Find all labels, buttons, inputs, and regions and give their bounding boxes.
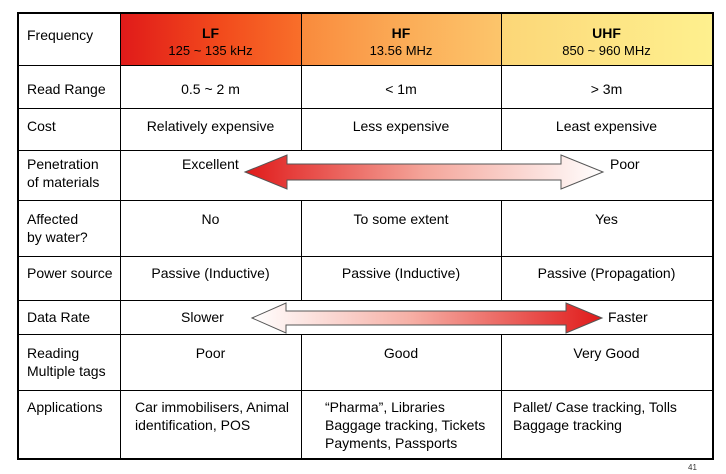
grid-line: [19, 390, 712, 391]
applications-hf-line2: Baggage tracking, Tickets: [325, 417, 486, 433]
grid-line: [19, 150, 712, 151]
lf-header: LF 125 ~ 135 kHz: [120, 24, 301, 60]
applications-lf-line1: Car immobilisers, Animal: [135, 399, 290, 415]
cost-label: Cost: [27, 118, 56, 134]
uhf-header-bg: [501, 14, 712, 65]
penetration-arrow: [243, 154, 605, 190]
applications-uhf-line2: Baggage tracking: [513, 417, 622, 433]
grid-line: [301, 334, 302, 458]
applications-lf-line2: identification, POS: [135, 417, 251, 433]
hf-header: HF 13.56 MHz: [301, 24, 501, 60]
data-rate-arrow: [250, 302, 604, 334]
hf-title: HF: [391, 25, 411, 41]
multiple-tags-label-line1: Reading: [27, 345, 80, 361]
data-rate-left: Slower: [181, 309, 224, 325]
grid-line: [19, 300, 712, 301]
hf-header-bg: [301, 14, 501, 65]
applications-hf: “Pharma”, Libraries Baggage tracking, Ti…: [325, 398, 501, 452]
cost-lf: Relatively expensive: [146, 118, 275, 134]
grid-line: [120, 14, 121, 458]
applications-uhf-line1: Pallet/ Case tracking, Tolls: [513, 399, 677, 415]
lf-header-bg: [120, 14, 301, 65]
uhf-header: UHF 850 ~ 960 MHz: [501, 24, 712, 60]
read-range-uhf: > 3m: [590, 81, 623, 97]
power-hf: Passive (Inductive): [341, 265, 461, 281]
read-range-label: Read Range: [27, 81, 106, 97]
grid-line: [501, 14, 502, 150]
multiple-tags-lf: Poor: [195, 345, 226, 361]
water-label-line1: Affected: [27, 211, 79, 227]
grid-line: [19, 200, 712, 201]
uhf-title: UHF: [592, 25, 621, 41]
rfid-comparison-table: Frequency LF 125 ~ 135 kHz HF 13.56 MHz …: [17, 12, 714, 460]
applications-hf-line1: “Pharma”, Libraries: [325, 399, 445, 415]
grid-line: [501, 334, 502, 458]
read-range-lf: 0.5 ~ 2 m: [181, 81, 240, 97]
multiple-tags-label: Reading Multiple tags: [19, 344, 120, 380]
penetration-label-line2: of materials: [27, 174, 100, 190]
power-uhf: Passive (Propagation): [537, 265, 676, 281]
power-label: Power source: [27, 265, 113, 281]
penetration-label-line1: Penetration: [27, 156, 99, 172]
lf-range: 125 ~ 135 kHz: [168, 43, 253, 58]
frequency-label: Frequency: [27, 27, 94, 43]
page-number: 41: [688, 463, 697, 472]
data-rate-right: Faster: [608, 309, 648, 325]
read-range-hf: < 1m: [385, 81, 417, 97]
multiple-tags-hf: Good: [383, 345, 419, 361]
grid-line: [501, 200, 502, 300]
water-hf: To some extent: [353, 211, 449, 227]
penetration-right: Poor: [610, 156, 640, 172]
multiple-tags-uhf: Very Good: [573, 345, 640, 361]
multiple-tags-label-line2: Multiple tags: [27, 363, 106, 379]
penetration-label: Penetration of materials: [19, 155, 120, 191]
applications-uhf: Pallet/ Case tracking, Tolls Baggage tra…: [513, 398, 712, 434]
grid-line: [301, 14, 302, 150]
uhf-range: 850 ~ 960 MHz: [562, 43, 651, 58]
grid-line: [19, 334, 712, 335]
water-label-line2: by water?: [27, 229, 88, 245]
applications-label: Applications: [27, 399, 103, 415]
grid-line: [19, 256, 712, 257]
grid-line: [19, 65, 712, 66]
grid-line: [301, 200, 302, 300]
water-label: Affected by water?: [19, 210, 120, 246]
cost-hf: Less expensive: [352, 118, 450, 134]
data-rate-label: Data Rate: [27, 309, 91, 325]
power-lf: Passive (Inductive): [151, 265, 270, 281]
water-lf: No: [201, 211, 220, 227]
hf-range: 13.56 MHz: [369, 43, 433, 58]
grid-line: [19, 108, 712, 109]
water-uhf: Yes: [595, 211, 618, 227]
lf-title: LF: [201, 25, 220, 41]
applications-lf: Car immobilisers, Animal identification,…: [135, 398, 301, 434]
cost-uhf: Least expensive: [555, 118, 658, 134]
applications-hf-line3: Payments, Passports: [325, 435, 458, 451]
penetration-left: Excellent: [182, 156, 239, 172]
